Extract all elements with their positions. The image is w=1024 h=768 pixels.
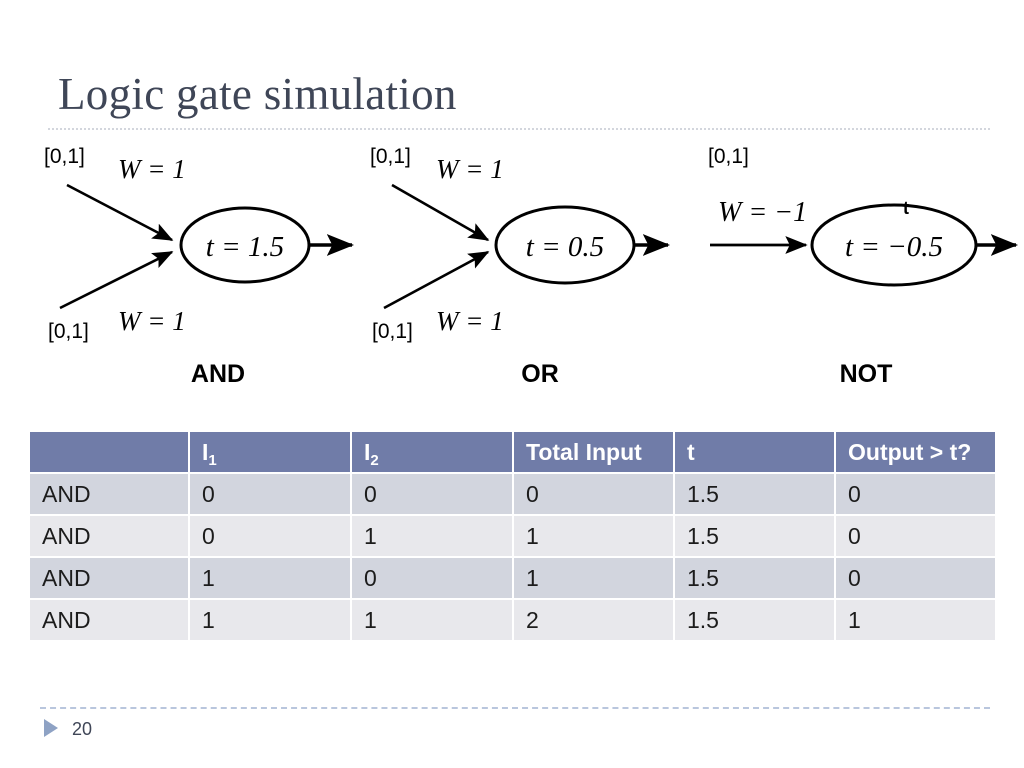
column-header-threshold: t xyxy=(675,432,836,474)
slide-number: 20 xyxy=(72,719,93,739)
cell-output: 0 xyxy=(836,558,995,600)
table-row: AND 1 1 2 1.5 1 xyxy=(30,600,995,642)
gate-and-input2-arrow xyxy=(59,250,174,310)
cell-i1: 1 xyxy=(190,600,352,642)
column-header-threshold-label: t xyxy=(687,438,695,465)
column-header-i2-label: I xyxy=(364,438,371,465)
footer-divider xyxy=(40,707,990,709)
gate-and-input2-range: [0,1] xyxy=(48,320,89,343)
table-row: AND 0 0 0 1.5 0 xyxy=(30,474,995,516)
gate-not-input-weight: W = −1 xyxy=(718,197,807,228)
gate-not-input-range: [0,1] xyxy=(708,145,749,168)
column-header-total-input-label: Total Input xyxy=(526,438,642,465)
column-header-i1: I1 xyxy=(190,432,352,474)
cell-output: 1 xyxy=(836,600,995,642)
column-header-i2-subscript: 2 xyxy=(370,451,379,469)
gate-and-input1-arrow xyxy=(66,183,174,242)
cell-gate: AND xyxy=(30,600,190,642)
gate-label-not: NOT xyxy=(839,360,893,388)
gate-and: [0,1] W = 1 [0,1] W = 1 t = 1.5 xyxy=(44,145,355,343)
gate-diagram-group: [0,1] W = 1 [0,1] W = 1 t = 1.5 [0,1] W … xyxy=(0,140,1024,400)
cell-i2: 1 xyxy=(352,600,514,642)
page-title: Logic gate simulation xyxy=(58,69,457,119)
cell-gate: AND xyxy=(30,474,190,516)
cell-i1: 1 xyxy=(190,558,352,600)
gate-or-threshold: t = 0.5 xyxy=(526,231,604,263)
column-header-gate xyxy=(30,432,190,474)
column-header-output: Output > t? xyxy=(836,432,995,474)
column-header-total-input: Total Input xyxy=(514,432,675,474)
column-header-i1-label: I xyxy=(202,438,209,465)
cell-threshold: 1.5 xyxy=(675,516,836,558)
gate-or-input2-range: [0,1] xyxy=(372,320,413,343)
gate-and-input1-range: [0,1] xyxy=(44,145,85,168)
cell-output: 0 xyxy=(836,516,995,558)
gate-and-input2-weight: W = 1 xyxy=(118,306,186,336)
cell-threshold: 1.5 xyxy=(675,474,836,516)
cell-total-input: 1 xyxy=(514,516,675,558)
gate-label-or: OR xyxy=(521,360,559,388)
gate-and-input1-weight: W = 1 xyxy=(118,154,186,184)
gate-or-input2-arrow xyxy=(383,250,490,310)
truth-table: I1 I2 Total Input t Output > t? AND 0 0 … xyxy=(30,432,995,642)
column-header-output-label: Output > t? xyxy=(848,438,972,465)
cell-output: 0 xyxy=(836,474,995,516)
table-header-row: I1 I2 Total Input t Output > t? xyxy=(30,432,995,474)
cell-threshold: 1.5 xyxy=(675,600,836,642)
cell-threshold: 1.5 xyxy=(675,558,836,600)
cell-total-input: 2 xyxy=(514,600,675,642)
cell-i2: 0 xyxy=(352,474,514,516)
cell-i1: 0 xyxy=(190,516,352,558)
gate-not-extra-label: t xyxy=(903,198,909,218)
gate-or-input1-weight: W = 1 xyxy=(436,154,504,184)
cell-i2: 0 xyxy=(352,558,514,600)
cell-gate: AND xyxy=(30,516,190,558)
cell-i1: 0 xyxy=(190,474,352,516)
column-header-i2: I2 xyxy=(352,432,514,474)
triangle-bullet-icon xyxy=(44,719,58,737)
gate-label-and: AND xyxy=(190,360,246,388)
table-row: AND 1 0 1 1.5 0 xyxy=(30,558,995,600)
cell-i2: 1 xyxy=(352,516,514,558)
gate-or-input1-arrow xyxy=(391,183,490,242)
gate-not: [0,1] W = −1 t t = −0.5 xyxy=(708,145,1019,287)
table-row: AND 0 1 1 1.5 0 xyxy=(30,516,995,558)
cell-gate: AND xyxy=(30,558,190,600)
gate-or: [0,1] W = 1 [0,1] W = 1 t = 0.5 xyxy=(370,145,671,343)
title-divider xyxy=(48,128,990,130)
gate-or-input2-weight: W = 1 xyxy=(436,306,504,336)
column-header-i1-subscript: 1 xyxy=(208,451,217,469)
cell-total-input: 0 xyxy=(514,474,675,516)
cell-total-input: 1 xyxy=(514,558,675,600)
gate-not-threshold: t = −0.5 xyxy=(845,231,943,263)
gate-and-threshold: t = 1.5 xyxy=(206,231,284,263)
gate-or-input1-range: [0,1] xyxy=(370,145,411,168)
